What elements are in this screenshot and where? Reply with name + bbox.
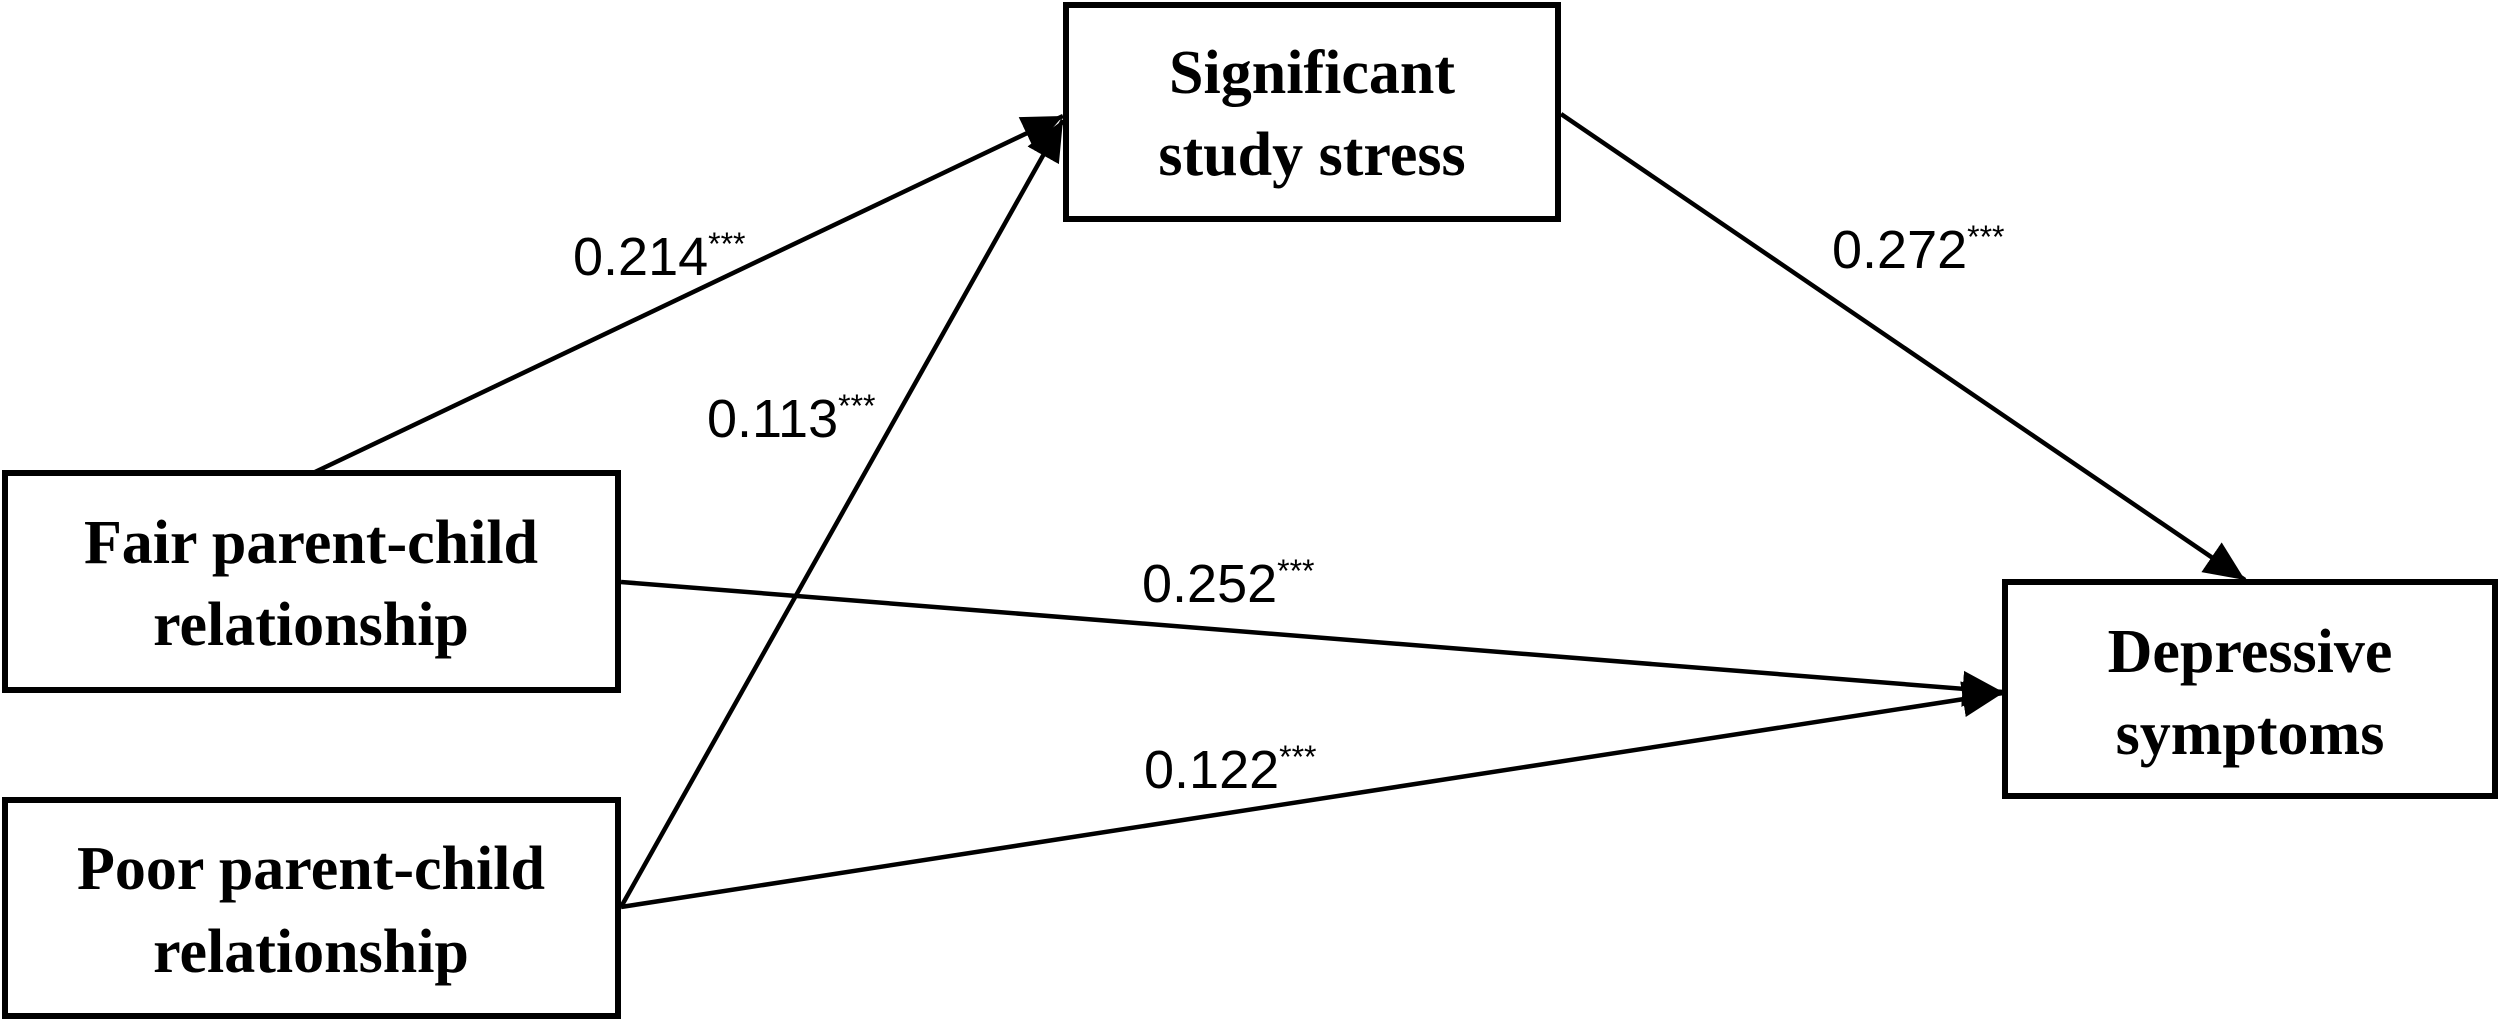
edge-fair-to-stress xyxy=(314,113,1064,475)
coef-stress-to-depress-sig: *** xyxy=(1967,219,2004,255)
coef-poor-to-depress-sig: *** xyxy=(1279,739,1316,775)
coef-stress-to-depress-value: 0.272 xyxy=(1832,220,1967,280)
node-stress-line-1: Significant xyxy=(1169,39,1455,107)
node-stress-line-2: study stress xyxy=(1158,121,1465,189)
coef-fair-to-stress: 0.214*** xyxy=(573,226,746,287)
node-depress-line-1: Depressive xyxy=(2108,618,2393,686)
coef-stress-to-depress: 0.272*** xyxy=(1832,219,2005,280)
node-fair-parent-child-relationship: Fair parent-child relationship xyxy=(2,470,621,693)
node-significant-study-stress: Significant study stress xyxy=(1063,2,1561,222)
edge-fair-to-depress xyxy=(620,579,2004,707)
coef-poor-to-stress-sig: *** xyxy=(838,388,875,424)
coef-poor-to-depress-value: 0.122 xyxy=(1144,740,1279,800)
node-poor-line-2: relationship xyxy=(153,918,469,986)
edge-poor-to-depress xyxy=(620,681,2004,910)
edge-poor-to-stress xyxy=(619,118,1065,909)
coef-fair-to-depress: 0.252*** xyxy=(1142,553,1315,614)
edge-stress-to-depress xyxy=(1559,112,2247,582)
coef-poor-to-stress: 0.113*** xyxy=(707,388,875,449)
coef-fair-to-depress-value: 0.252 xyxy=(1142,554,1277,614)
coef-poor-to-stress-value: 0.113 xyxy=(707,389,838,449)
coef-poor-to-depress: 0.122*** xyxy=(1144,739,1317,800)
node-depress-line-2: symptoms xyxy=(2116,700,2385,768)
coef-fair-to-stress-sig: *** xyxy=(708,226,745,262)
node-poor-parent-child-relationship: Poor parent-child relationship xyxy=(2,797,621,1019)
node-depressive-symptoms: Depressive symptoms xyxy=(2002,579,2498,799)
coef-fair-to-depress-sig: *** xyxy=(1277,553,1314,589)
node-fair-line-1: Fair parent-child xyxy=(84,509,538,577)
coef-fair-to-stress-value: 0.214 xyxy=(573,227,708,287)
node-fair-line-2: relationship xyxy=(153,591,469,659)
node-poor-line-1: Poor parent-child xyxy=(77,835,545,903)
